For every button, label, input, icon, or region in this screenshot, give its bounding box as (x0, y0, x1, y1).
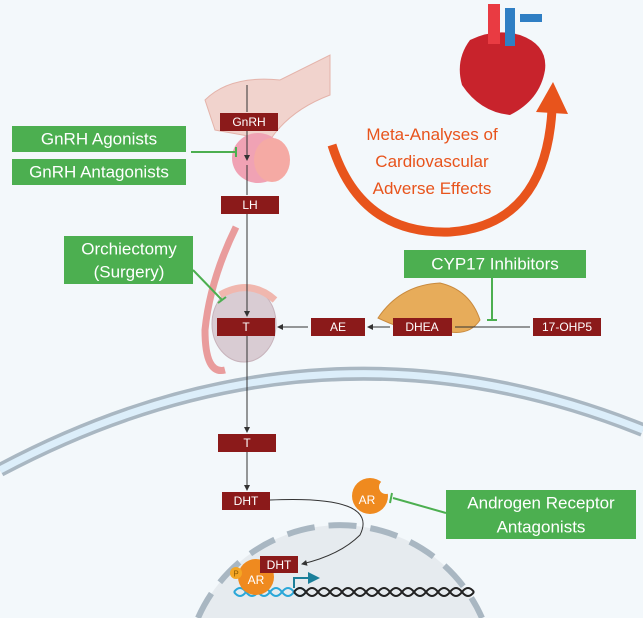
dna-strand (293, 587, 475, 597)
t-cell-label: T (243, 436, 251, 450)
dhea-box: DHEA (393, 318, 452, 336)
dht-label: DHT (234, 494, 259, 508)
ar-antagonists-label-line2: Antagonists (497, 518, 586, 537)
cardio-arrowhead (536, 82, 568, 114)
gnrh-drug-inhibition (191, 147, 237, 157)
orchiectomy-inhibition (192, 269, 227, 304)
cell-membrane (0, 366, 643, 477)
ar-free-label: AR (359, 493, 376, 507)
lh-label: LH (242, 198, 257, 212)
cyp17-inhibitors-label: CYP17 Inhibitors (431, 255, 559, 274)
ae-box: AE (311, 318, 365, 336)
heart-illustration (459, 4, 546, 115)
cyp17-inhibition (487, 278, 497, 321)
ar-antagonists-label-line1: Androgen Receptor (467, 494, 615, 513)
cardio-text-line1: Meta-Analyses of (366, 125, 498, 144)
phosphate-label: P (233, 570, 238, 579)
orchiectomy-box: Orchiectomy (Surgery) (64, 236, 193, 284)
vas-deferens-illustration (201, 225, 240, 374)
ar-bound-label: AR (248, 573, 265, 587)
ohp-box: 17-OHP5 (533, 318, 601, 336)
dhea-label: DHEA (405, 320, 438, 334)
gnrh-antagonists-label: GnRH Antagonists (29, 163, 169, 182)
gnrh-agonists-label: GnRH Agonists (41, 130, 157, 149)
ohp-label: 17-OHP5 (542, 320, 592, 334)
ae-label: AE (330, 320, 346, 334)
gnrh-box: GnRH (220, 113, 278, 131)
gnrh-antagonists-box: GnRH Antagonists (12, 159, 186, 185)
t-cell-box: T (218, 434, 276, 452)
cardio-arrow (327, 109, 557, 237)
ar-antagonist-inhibition (389, 492, 447, 514)
phosphate (230, 567, 242, 579)
orchiectomy-label-line1: Orchiectomy (81, 240, 177, 259)
dht-nucleus-label: DHT (267, 558, 292, 572)
dht-box: DHT (222, 492, 270, 510)
arrow-dht-nucleus (269, 498, 364, 566)
gnrh-agonists-box: GnRH Agonists (12, 126, 186, 152)
ar-dht-complex: DHT AR P (230, 556, 298, 595)
t-testis-label: T (242, 320, 250, 334)
cardio-text-line3: Adverse Effects (373, 179, 492, 198)
transcription-arrow (293, 572, 320, 588)
androgen-receptor-free: AR (352, 478, 393, 514)
orchiectomy-label-line2: (Surgery) (94, 263, 165, 282)
cardio-text-line2: Cardiovascular (375, 152, 489, 171)
cyp17-inhibitors-box: CYP17 Inhibitors (404, 250, 586, 278)
dht-nucleus-box: DHT (260, 556, 298, 573)
gnrh-label: GnRH (232, 115, 265, 129)
t-testis-box: T (217, 318, 275, 336)
lh-box: LH (221, 196, 279, 214)
